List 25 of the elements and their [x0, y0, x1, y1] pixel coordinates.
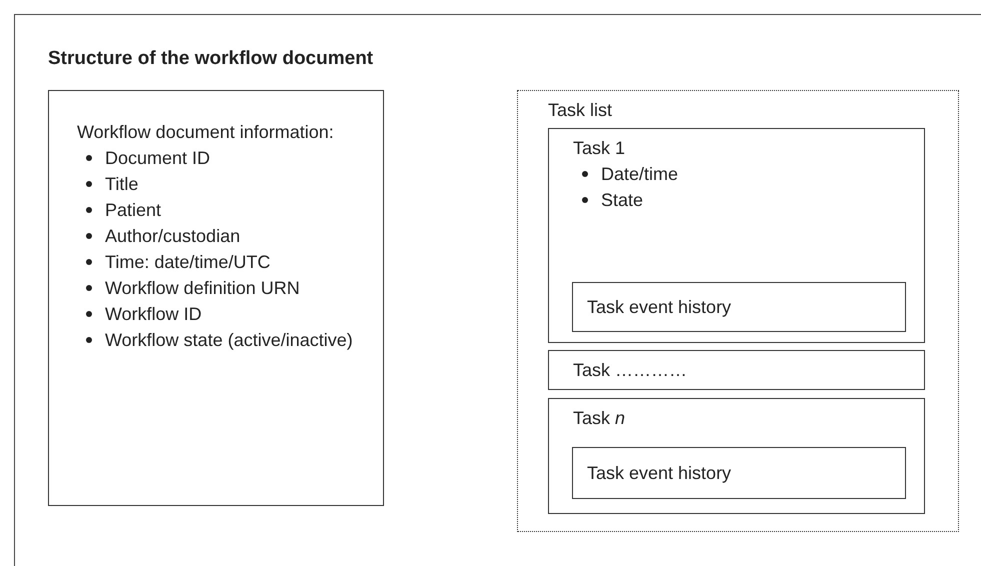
bullet-item: State — [601, 190, 644, 210]
bullet-item: Workflow definition URN — [105, 278, 300, 298]
box-heading: Task ………… — [573, 359, 688, 382]
box-heading: Task event history — [587, 296, 732, 319]
section-box — [548, 350, 925, 390]
bullet-item: Author/custodian — [105, 226, 240, 246]
bullet-item: Document ID — [105, 148, 210, 168]
box-heading: Task 1 — [573, 137, 626, 160]
diagram-title: Structure of the workflow document — [48, 48, 374, 70]
section-box — [548, 398, 925, 514]
section-box — [548, 128, 925, 343]
bullet-item: Time: date/time/UTC — [105, 252, 270, 272]
section-box — [572, 282, 906, 332]
box-heading: Workflow document information: — [77, 121, 335, 144]
dotted-container — [517, 90, 959, 532]
bullet-item: Title — [105, 174, 138, 194]
box-heading: Task list — [548, 99, 614, 122]
section-box — [572, 447, 906, 499]
bullet-item: Date/time — [601, 164, 678, 184]
bullet-item: Workflow ID — [105, 304, 202, 324]
section-box — [48, 90, 384, 506]
box-heading: Task n — [573, 407, 626, 430]
bullet-item: Workflow state (active/inactive) — [105, 330, 353, 350]
box-heading: Task event history — [587, 462, 732, 485]
bullet-item: Patient — [105, 200, 162, 220]
